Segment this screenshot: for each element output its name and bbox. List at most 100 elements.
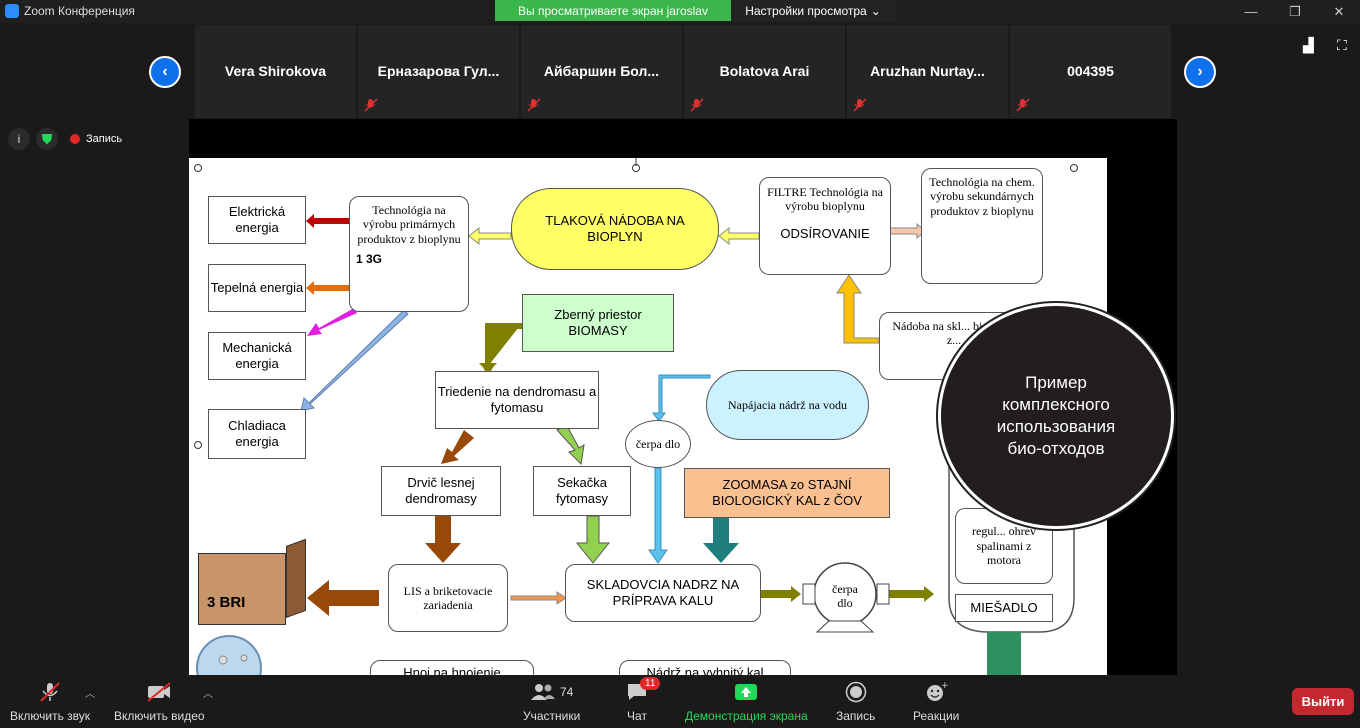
- chat-label: Чат: [627, 709, 647, 723]
- layout-icon: ▟: [1303, 37, 1314, 53]
- chat-button[interactable]: 11 Чат: [626, 677, 661, 723]
- restore-button[interactable]: ❐: [1272, 0, 1318, 23]
- participant-name: 004395: [1067, 63, 1114, 79]
- recording-icon: [70, 134, 80, 144]
- participants-count: 74: [559, 685, 574, 699]
- participant-name: Vera Shirokova: [224, 63, 327, 79]
- tech-primary-tag: 1 3G: [356, 252, 383, 267]
- window-title: Zoom Конференция: [24, 4, 135, 18]
- participant-tile[interactable]: Vera Shirokova: [195, 25, 356, 118]
- audio-options-caret[interactable]: ︿: [85, 689, 95, 700]
- lis-box: LIS a briketovacie zariadenia: [388, 564, 508, 632]
- participants-label: Участники: [523, 709, 581, 723]
- info-icon[interactable]: i: [8, 128, 30, 150]
- participants-icon: 74: [530, 681, 573, 703]
- tlakova-box: TLAKOVÁ NÁDOBA NA BIOPLYN: [511, 188, 719, 270]
- meeting-info-bar: i ⛊ Запись: [8, 128, 122, 150]
- hnoj-box: Hnoj na hnojenie: [370, 660, 534, 675]
- nadrz-kal-box: Nádrž na vyhnitý kal: [619, 660, 791, 675]
- title-bar: Zoom Конференция Вы просматриваете экран…: [0, 0, 1360, 23]
- triedenie-box: Triedenie na dendromasu a fytomasu: [435, 371, 599, 429]
- zoomasa-box: ZOOMASA zo STAJNÍ BIOLOGICKÝ KAL z ČOV: [684, 468, 890, 518]
- viewing-label: Вы просматриваете экран jaroslav: [495, 0, 731, 21]
- chevron-right-icon: ›: [1197, 63, 1203, 80]
- filtre-text: FILTRE Technológia na výrobu bioplynu: [767, 185, 883, 214]
- mic-muted-icon: [853, 98, 867, 112]
- chat-icon: 11: [626, 677, 661, 703]
- close-button[interactable]: ✕: [1316, 0, 1360, 23]
- participant-name: Aruzhan Nurtay...: [870, 63, 985, 79]
- drvic-box: Drvič lesnej dendromasy: [381, 466, 501, 516]
- zberny-box: Zberný priestor BIOMASY: [522, 294, 674, 352]
- mic-muted-icon: [364, 98, 378, 112]
- mic-muted-icon: [690, 98, 704, 112]
- reactions-label: Реакции: [913, 709, 960, 723]
- tech-chem-box: Technológia na chem. výrobu sekundárnych…: [921, 168, 1043, 284]
- next-page-button[interactable]: ›: [1184, 56, 1216, 88]
- record-label: Запись: [836, 709, 876, 723]
- record-icon: [845, 681, 867, 703]
- unmute-label: Включить звук: [10, 709, 91, 723]
- minimize-icon: —: [1244, 4, 1258, 19]
- tepelna-box: Tepelná energia: [208, 264, 306, 312]
- video-off-icon: [145, 681, 173, 703]
- recording-label: Запись: [86, 133, 123, 145]
- view-options-label: Настройки просмотра: [745, 3, 867, 18]
- napajacia-box: Napájacia nádrž na vodu: [706, 370, 869, 440]
- filtre-box: FILTRE Technológia na výrobu bioplynu OD…: [759, 177, 891, 275]
- restore-icon: ❐: [1289, 3, 1301, 19]
- participant-tile[interactable]: Aruzhan Nurtay...: [847, 25, 1008, 118]
- shared-slide: 3 BRI Elektrická energia Tepelná energia…: [189, 158, 1107, 675]
- tech-primary-text: Technológia na výrobu primárnych produkt…: [357, 203, 461, 246]
- participant-tile[interactable]: Bolatova Arai: [684, 25, 845, 118]
- video-options-caret[interactable]: ︿: [203, 689, 213, 700]
- chevron-left-icon: ‹: [162, 63, 168, 80]
- start-video-button[interactable]: Включить видео: [114, 681, 205, 723]
- cerpadlo2-label: čerpa dlo: [832, 582, 858, 611]
- fullscreen-button[interactable]: ⛶: [1337, 37, 1347, 54]
- overlay-text: Пример комплексного использования био-от…: [996, 372, 1116, 459]
- tech-primary-box: Technológia na výrobu primárnych produkt…: [349, 196, 469, 312]
- fullscreen-icon: ⛶: [1337, 37, 1347, 53]
- emoji-icon: +: [924, 681, 948, 703]
- chevron-down-icon: ⌄: [870, 3, 881, 18]
- unmute-button[interactable]: Включить звук: [10, 681, 90, 723]
- elektricka-box: Elektrická energia: [208, 196, 306, 244]
- view-layout-button[interactable]: ▟: [1303, 37, 1314, 54]
- reactions-button[interactable]: + Реакции: [913, 681, 959, 723]
- meeting-toolbar: Включить звук ︿ Включить видео ︿ 74 Учас…: [0, 675, 1360, 728]
- view-options-button[interactable]: Настройки просмотра ⌄: [731, 0, 895, 21]
- security-shield-icon[interactable]: ⛊: [36, 128, 58, 150]
- svg-text:+: +: [941, 681, 948, 691]
- briquette-label: 3 BRI: [207, 594, 246, 611]
- participant-tile[interactable]: 004395: [1010, 25, 1171, 118]
- participant-tile[interactable]: Айбаршин Бол...: [521, 25, 682, 118]
- mic-muted-icon: [527, 98, 541, 112]
- participant-strip: ‹ Vera Shirokova Ерназарова Гул... Айбар…: [0, 23, 1360, 118]
- zoom-app-icon: [5, 4, 19, 18]
- diagram-arrows: [194, 158, 1078, 675]
- miesadlo-box: MIEŠADLO: [955, 594, 1053, 622]
- leave-button[interactable]: Выйти: [1292, 688, 1354, 715]
- minimize-button[interactable]: —: [1228, 0, 1274, 23]
- skladovcia-box: SKLADOVCIA NADRZ NA PRÍPRAVA KALU: [565, 564, 761, 622]
- share-screen-icon: [734, 681, 758, 703]
- overlay-caption: Пример комплексного использования био-от…: [938, 303, 1174, 529]
- share-screen-button[interactable]: Демонстрация экрана: [685, 681, 808, 723]
- mic-muted-icon: [38, 681, 62, 703]
- prev-page-button[interactable]: ‹: [149, 56, 181, 88]
- sekacka-box: Sekačka fytomasy: [533, 466, 631, 516]
- mic-muted-icon: [1016, 98, 1030, 112]
- close-icon: ✕: [1333, 3, 1345, 19]
- participants-button[interactable]: 74 Участники: [523, 681, 580, 723]
- viewing-banner: Вы просматриваете экран jaroslav Настрой…: [495, 0, 895, 21]
- start-video-label: Включить видео: [114, 709, 205, 723]
- record-button[interactable]: Запись: [836, 681, 875, 723]
- chat-badge: 11: [640, 677, 661, 690]
- participant-name: Ерназарова Гул...: [377, 63, 500, 79]
- participant-name: Bolatova Arai: [719, 63, 810, 79]
- share-screen-label: Демонстрация экрана: [685, 709, 808, 723]
- participant-tile[interactable]: Ерназарова Гул...: [358, 25, 519, 118]
- chladiaca-box: Chladiaca energia: [208, 409, 306, 459]
